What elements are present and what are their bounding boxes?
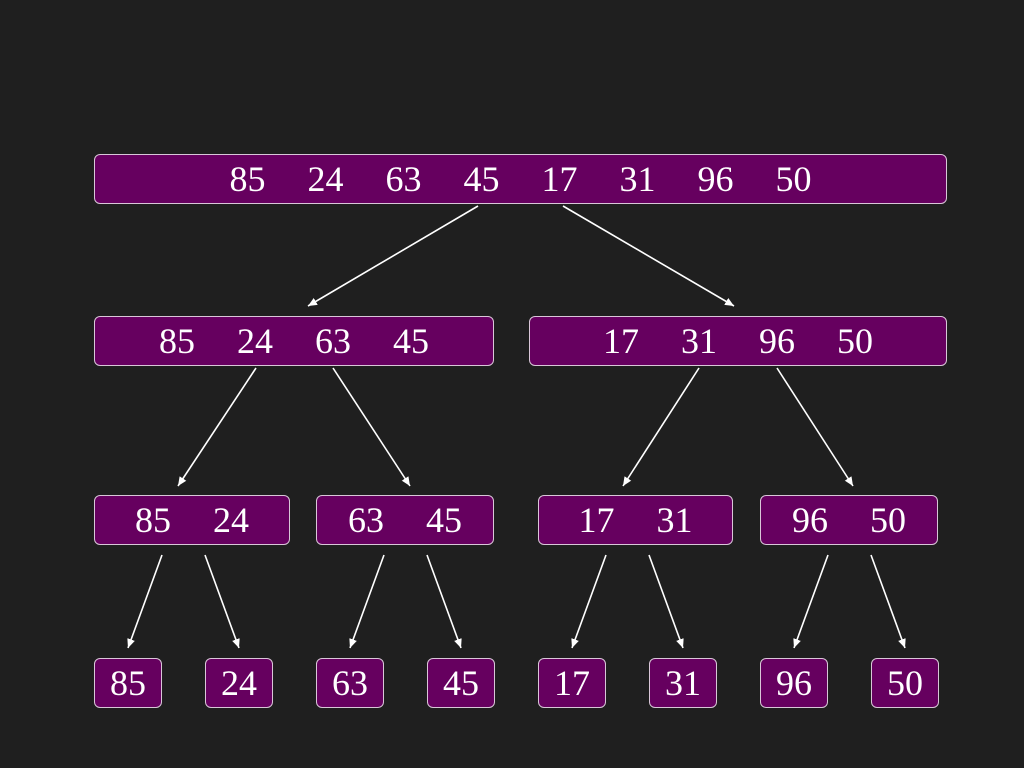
array-node-level-3: 50 bbox=[871, 658, 939, 708]
array-node-level-0: 85 24 63 45 17 31 96 50 bbox=[94, 154, 947, 204]
array-node-level-3: 85 bbox=[94, 658, 162, 708]
split-arrow bbox=[622, 367, 700, 487]
array-node-level-1: 17 31 96 50 bbox=[529, 316, 947, 366]
array-node-level-3: 63 bbox=[316, 658, 384, 708]
split-arrow bbox=[571, 554, 607, 649]
array-value: 45 bbox=[426, 500, 462, 540]
array-value: 96 bbox=[776, 663, 812, 703]
array-value: 85 bbox=[135, 500, 171, 540]
split-arrow bbox=[349, 554, 385, 649]
array-value: 63 bbox=[332, 663, 368, 703]
array-value: 17 bbox=[541, 159, 578, 199]
array-value: 63 bbox=[348, 500, 384, 540]
array-node-level-2: 85 24 bbox=[94, 495, 290, 545]
split-arrow bbox=[870, 554, 906, 649]
split-arrow bbox=[648, 554, 684, 649]
array-value: 45 bbox=[443, 663, 479, 703]
split-arrow bbox=[177, 367, 257, 487]
array-value: 31 bbox=[665, 663, 701, 703]
array-node-level-3: 96 bbox=[760, 658, 828, 708]
array-value: 17 bbox=[603, 321, 639, 361]
split-arrow bbox=[562, 205, 735, 307]
array-value: 24 bbox=[307, 159, 344, 199]
array-value: 63 bbox=[315, 321, 351, 361]
array-value: 50 bbox=[775, 159, 812, 199]
array-value: 63 bbox=[385, 159, 422, 199]
split-arrow bbox=[426, 554, 462, 649]
array-value: 31 bbox=[681, 321, 717, 361]
array-value: 31 bbox=[656, 500, 693, 540]
array-value: 50 bbox=[870, 500, 906, 540]
array-value: 96 bbox=[697, 159, 734, 199]
array-node-level-2: 96 50 bbox=[760, 495, 938, 545]
array-value: 17 bbox=[578, 500, 615, 540]
array-value: 50 bbox=[837, 321, 873, 361]
split-arrow bbox=[307, 205, 479, 307]
split-arrow bbox=[127, 554, 163, 649]
array-value: 85 bbox=[229, 159, 266, 199]
array-value: 24 bbox=[213, 500, 249, 540]
array-value: 31 bbox=[619, 159, 656, 199]
array-value: 45 bbox=[393, 321, 429, 361]
array-value: 85 bbox=[159, 321, 195, 361]
array-value: 50 bbox=[887, 663, 923, 703]
array-value: 24 bbox=[237, 321, 273, 361]
array-value: 45 bbox=[463, 159, 500, 199]
array-node-level-2: 63 45 bbox=[316, 495, 494, 545]
array-value: 24 bbox=[221, 663, 257, 703]
split-arrow bbox=[204, 554, 240, 649]
array-node-level-3: 17 bbox=[538, 658, 606, 708]
array-value: 96 bbox=[759, 321, 795, 361]
array-node-level-1: 85 24 63 45 bbox=[94, 316, 494, 366]
split-arrow bbox=[793, 554, 829, 649]
array-value: 17 bbox=[554, 663, 590, 703]
array-value: 96 bbox=[792, 500, 828, 540]
array-value: 85 bbox=[110, 663, 146, 703]
array-node-level-3: 24 bbox=[205, 658, 273, 708]
split-arrow bbox=[776, 367, 854, 487]
split-arrow bbox=[332, 367, 411, 487]
array-node-level-3: 45 bbox=[427, 658, 495, 708]
array-node-level-3: 31 bbox=[649, 658, 717, 708]
